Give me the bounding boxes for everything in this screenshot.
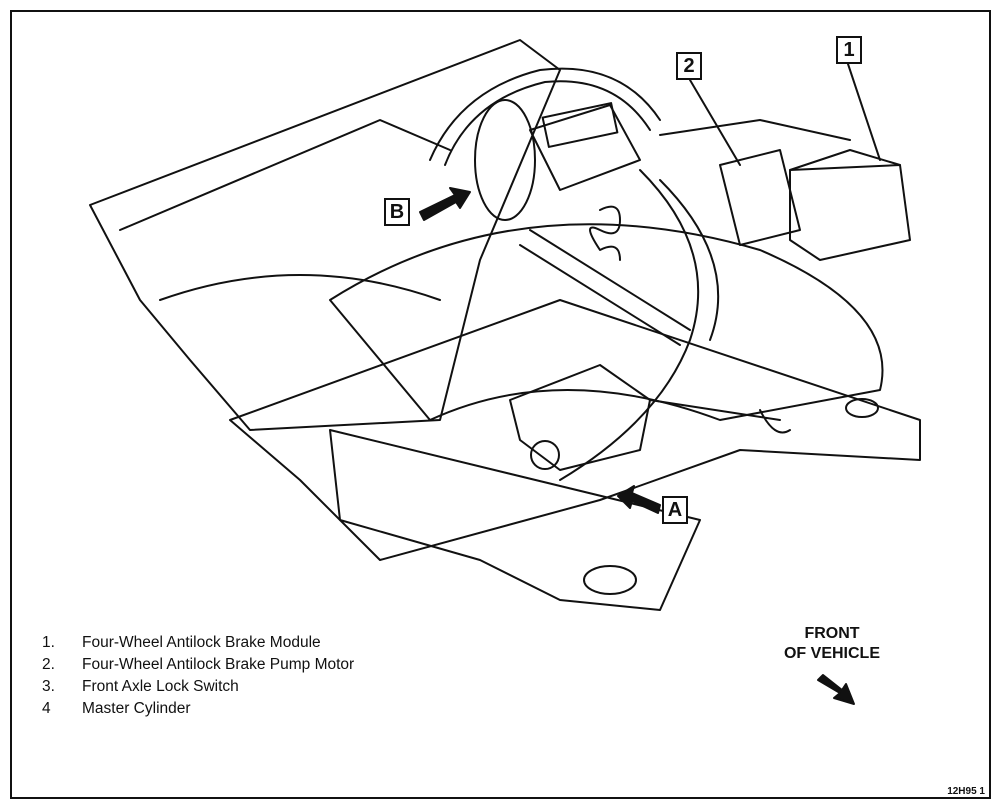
- fender-inner-line: [119, 119, 451, 231]
- fender-outline: [89, 39, 561, 431]
- legend-text: Four-Wheel Antilock Brake Pump Motor: [82, 656, 355, 673]
- coil-spring: [589, 205, 621, 261]
- arrow-a: [617, 485, 661, 514]
- legend-item: 3. Front Axle Lock Switch: [42, 676, 354, 698]
- legend-text: Master Cylinder: [82, 700, 191, 717]
- crossmember: [329, 429, 701, 611]
- leader-1: [847, 63, 881, 161]
- mount-hole-rear: [845, 398, 879, 418]
- diagram-frame: [10, 10, 991, 799]
- pump-motor: [719, 149, 801, 246]
- booster: [474, 99, 536, 221]
- callout-1: 1: [836, 36, 862, 64]
- legend-number: 4: [42, 700, 51, 717]
- figure-code: 12H95 1: [947, 786, 985, 797]
- axle-tube: [649, 399, 791, 434]
- abs-module: [789, 164, 911, 261]
- front-of-vehicle-label: FRONT OF VEHICLE: [772, 624, 892, 664]
- front-label-line1: FRONT: [804, 625, 860, 642]
- legend-number: 2.: [42, 656, 55, 673]
- shock-absorber: [519, 229, 691, 346]
- wheelwell-arc: [159, 274, 441, 301]
- callout-a: A: [662, 496, 688, 524]
- reservoir: [541, 102, 619, 148]
- leader-2: [689, 79, 741, 166]
- legend-text: Front Axle Lock Switch: [82, 678, 239, 695]
- axle-housing: [509, 364, 651, 471]
- callout-b: B: [384, 198, 410, 226]
- wire-harness-2: [444, 80, 651, 166]
- brake-line-upper: [659, 119, 851, 141]
- wheelhouse: [329, 223, 884, 421]
- legend-number: 3.: [42, 678, 55, 695]
- wire-harness: [429, 67, 661, 161]
- brake-line: [559, 169, 700, 481]
- mount-hole: [583, 565, 637, 595]
- legend-item: 4 Master Cylinder: [42, 698, 354, 720]
- legend-item: 2. Four-Wheel Antilock Brake Pump Motor: [42, 654, 354, 676]
- frame-rail: [229, 299, 921, 561]
- callout-2: 2: [676, 52, 702, 80]
- front-arrow: [817, 674, 855, 705]
- legend-item: 1. Four-Wheel Antilock Brake Module: [42, 632, 354, 654]
- axle-lock-switch-drawing: [530, 440, 560, 470]
- legend-number: 1.: [42, 634, 55, 651]
- abs-module-top: [789, 149, 901, 171]
- legend-text: Four-Wheel Antilock Brake Module: [82, 634, 321, 651]
- arrow-b: [419, 187, 471, 221]
- parts-legend: 1. Four-Wheel Antilock Brake Module 2. F…: [42, 632, 354, 720]
- brake-line-2: [659, 179, 720, 341]
- master-cylinder-body: [529, 104, 641, 191]
- front-label-line2: OF VEHICLE: [783, 645, 880, 662]
